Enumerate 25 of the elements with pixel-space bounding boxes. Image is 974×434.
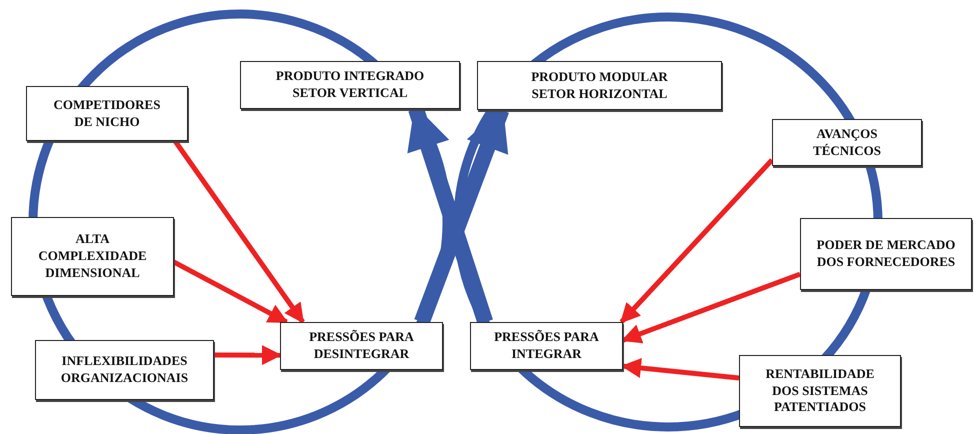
text-box [739, 355, 901, 427]
box-label: PODER DE MERCADO DOS FORNECEDORES [816, 237, 956, 271]
arrow [621, 358, 740, 381]
box-label: INFLEXIBILIDADES ORGANIZACIONAIS [60, 353, 190, 387]
arrow [621, 272, 801, 344]
text-box [35, 340, 214, 400]
box-label: PRESSÕES PARA DESINTEGRAR [308, 329, 415, 363]
box-label: AVANÇOS TÉCNICOS [812, 126, 882, 160]
text-box [11, 217, 174, 296]
text-box [470, 322, 623, 370]
text-box [240, 61, 460, 109]
text-box [477, 61, 722, 110]
arrow [620, 158, 774, 324]
box-label: PRESSÕES PARA INTEGRAR [493, 329, 600, 363]
text-box [772, 119, 922, 166]
text-box [280, 322, 443, 370]
box-label: COMPETIDORES DE NICHO [52, 96, 162, 130]
text-box [800, 218, 972, 290]
text-box [26, 86, 188, 141]
box-label: ALTA COMPLEXIDADE DIMENSIONAL [37, 231, 148, 282]
box-label: RENTABILIDADE DOS SISTEMAS PATENTIADOS [764, 366, 876, 416]
arrow [214, 345, 282, 366]
arrow [172, 260, 288, 324]
box-label: PRODUTO MODULAR SETOR HORIZONTAL [530, 68, 669, 102]
box-label: PRODUTO INTEGRADO SETOR VERTICAL [274, 68, 426, 102]
